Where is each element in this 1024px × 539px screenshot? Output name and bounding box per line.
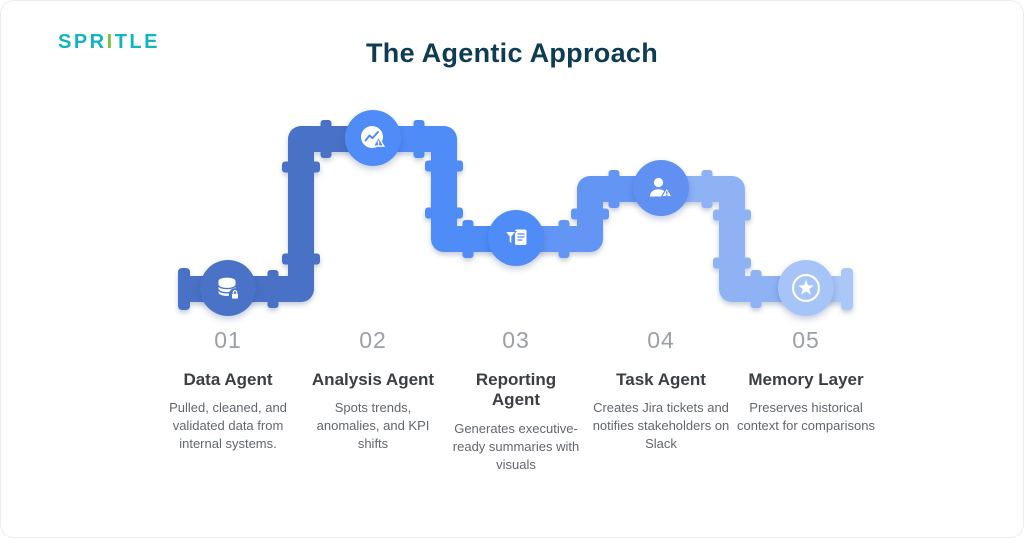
stage-number: 03 [502,327,530,353]
stage-node-task-agent [633,160,689,216]
logo-part-suffix: TLE [114,31,160,53]
stage-description: Pulled, cleaned, and validated data from… [169,400,287,452]
star-icon [789,271,823,305]
stage-column-reporting-agent: 03 Reporting Agent Generates executive-r… [441,327,591,474]
pipe-segment-2 [372,120,519,258]
stage-title: Data Agent [183,370,273,389]
logo-part-prefix: SPR [58,31,107,53]
stage-node-data-agent [200,260,256,316]
stage-number: 01 [214,327,242,353]
stage-column-task-agent: 04 Task Agent Creates Jira tickets and n… [586,327,736,453]
person-alert-icon [645,172,677,204]
stage-description: Spots trends, anomalies, and KPI shifts [316,400,430,452]
stage-title: Reporting Agent [475,370,557,410]
stage-number: 05 [792,327,820,353]
stage-number: 02 [359,327,387,353]
stage-column-analysis-agent: 02 Analysis Agent Spots trends, anomalie… [298,327,448,453]
chart-alert-icon [357,122,389,154]
logo-part-accent: I [106,31,115,53]
spritle-logo: SPRITLE [58,31,160,54]
stage-node-analysis-agent [345,110,401,166]
pipe-segment-4 [659,170,809,308]
pipe-segment-3 [514,170,664,258]
stage-node-reporting-agent [488,210,544,266]
stage-column-data-agent: 01 Data Agent Pulled, cleaned, and valid… [153,327,303,453]
stage-number: 04 [647,327,675,353]
stage-description: Preserves historical context for compari… [736,400,875,434]
stage-column-memory-layer: 05 Memory Layer Preserves historical con… [731,327,881,435]
page-title: The Agentic Approach [365,38,659,68]
stage-title: Task Agent [616,370,706,389]
stage-title: Analysis Agent [311,370,435,389]
stage-title: Memory Layer [748,370,864,389]
stage-node-memory-layer [778,260,834,316]
stage-description: Creates Jira tickets and notifies stakeh… [592,400,730,452]
funnel-document-icon [500,222,532,254]
stage-description: Generates executive-ready summaries with… [452,420,580,472]
database-lock-icon [212,272,244,304]
